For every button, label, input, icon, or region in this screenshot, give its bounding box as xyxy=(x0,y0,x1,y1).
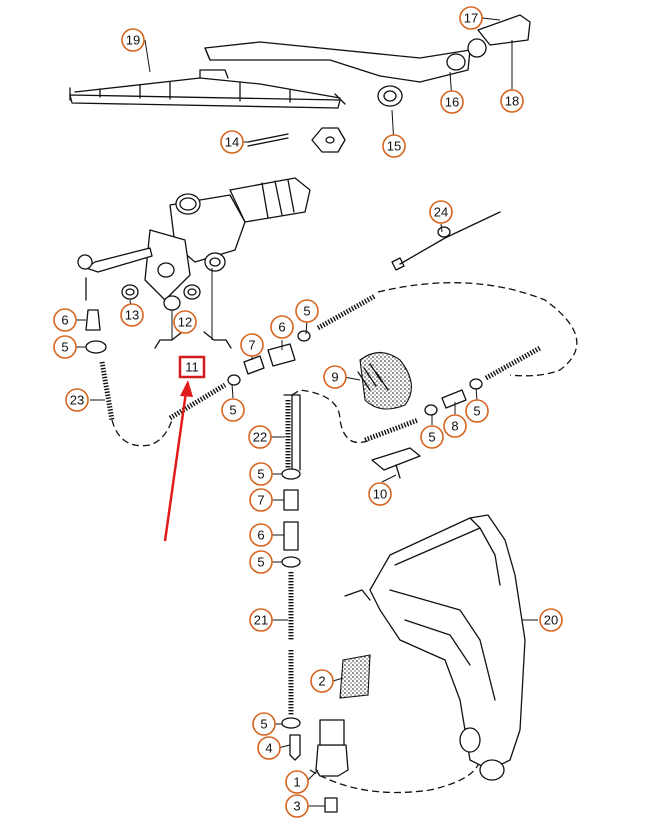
red-arrow xyxy=(163,380,193,542)
svg-text:19: 19 xyxy=(126,33,140,48)
callout-7b: 7 xyxy=(249,488,273,512)
svg-text:3: 3 xyxy=(293,799,300,814)
callout-3: 3 xyxy=(285,794,309,818)
left-connectors xyxy=(85,309,115,421)
svg-text:14: 14 xyxy=(225,135,239,150)
callout-10: 10 xyxy=(368,482,392,506)
svg-text:5: 5 xyxy=(428,430,435,445)
svg-text:5: 5 xyxy=(473,404,480,419)
svg-text:8: 8 xyxy=(451,419,458,434)
callout-15: 15 xyxy=(382,134,406,158)
callout-8: 8 xyxy=(443,414,467,438)
svg-text:5: 5 xyxy=(229,403,236,418)
svg-text:12: 12 xyxy=(178,315,192,330)
callout-9: 9 xyxy=(323,365,347,389)
grommets xyxy=(121,284,201,311)
vertical-hose-chain xyxy=(281,468,349,813)
callout-4: 4 xyxy=(257,736,281,760)
callout-24: 24 xyxy=(429,200,453,224)
callout-7a: 7 xyxy=(240,333,264,357)
callout-6b: 6 xyxy=(270,315,294,339)
svg-text:7: 7 xyxy=(257,493,264,508)
wiper-motor xyxy=(77,177,311,301)
callout-23: 23 xyxy=(65,388,89,412)
svg-text:11: 11 xyxy=(185,360,199,375)
wiper-blade xyxy=(69,69,346,109)
callout-5e: 5 xyxy=(465,399,489,423)
callout-16: 16 xyxy=(440,90,464,114)
svg-text:21: 21 xyxy=(254,613,268,628)
callout-22: 22 xyxy=(248,425,272,449)
svg-text:16: 16 xyxy=(445,95,459,110)
callout-1: 1 xyxy=(285,770,309,794)
callout-14: 14 xyxy=(220,130,244,154)
wiper-arm xyxy=(204,14,531,83)
right-connectors xyxy=(364,211,542,479)
callout-6c: 6 xyxy=(249,523,273,547)
washer-reservoir xyxy=(344,514,526,781)
group-bracket xyxy=(154,268,232,349)
svg-text:13: 13 xyxy=(125,308,139,323)
svg-text:5: 5 xyxy=(260,717,267,732)
hoses xyxy=(111,282,578,794)
svg-text:5: 5 xyxy=(303,304,310,319)
svg-text:6: 6 xyxy=(257,528,264,543)
callout-17: 17 xyxy=(459,6,483,30)
svg-text:24: 24 xyxy=(434,205,448,220)
svg-text:23: 23 xyxy=(70,393,84,408)
callout-20: 20 xyxy=(539,608,563,632)
center-hose-parts xyxy=(168,293,377,471)
callout-5d: 5 xyxy=(420,425,444,449)
callout-18: 18 xyxy=(500,89,524,113)
svg-text:1: 1 xyxy=(293,775,300,790)
svg-text:9: 9 xyxy=(331,370,338,385)
sealing-pads xyxy=(339,351,412,699)
svg-text:5: 5 xyxy=(61,340,68,355)
svg-text:6: 6 xyxy=(278,320,285,335)
callout-5a: 5 xyxy=(53,335,77,359)
svg-text:10: 10 xyxy=(373,487,387,502)
svg-text:20: 20 xyxy=(544,613,558,628)
svg-text:22: 22 xyxy=(253,430,267,445)
callout-12: 12 xyxy=(173,310,197,334)
svg-text:5: 5 xyxy=(257,467,264,482)
callout-5b: 5 xyxy=(295,299,319,323)
callout-13: 13 xyxy=(120,303,144,327)
callout-6a: 6 xyxy=(53,308,77,332)
svg-text:4: 4 xyxy=(265,741,272,756)
callout-19: 19 xyxy=(121,28,145,52)
svg-text:6: 6 xyxy=(61,313,68,328)
svg-text:17: 17 xyxy=(464,11,478,26)
callout-5f: 5 xyxy=(249,462,273,486)
callout-21: 21 xyxy=(249,608,273,632)
highlighted-callout-11: 11 xyxy=(178,355,206,379)
svg-text:15: 15 xyxy=(387,139,401,154)
svg-text:5: 5 xyxy=(257,555,264,570)
svg-text:2: 2 xyxy=(318,674,325,689)
svg-text:18: 18 xyxy=(505,94,519,109)
callout-5c: 5 xyxy=(221,398,245,422)
callout-2: 2 xyxy=(310,669,334,693)
svg-text:7: 7 xyxy=(248,338,255,353)
callout-5g: 5 xyxy=(249,550,273,574)
callout-5h: 5 xyxy=(252,712,276,736)
mounting-hardware xyxy=(247,85,403,153)
